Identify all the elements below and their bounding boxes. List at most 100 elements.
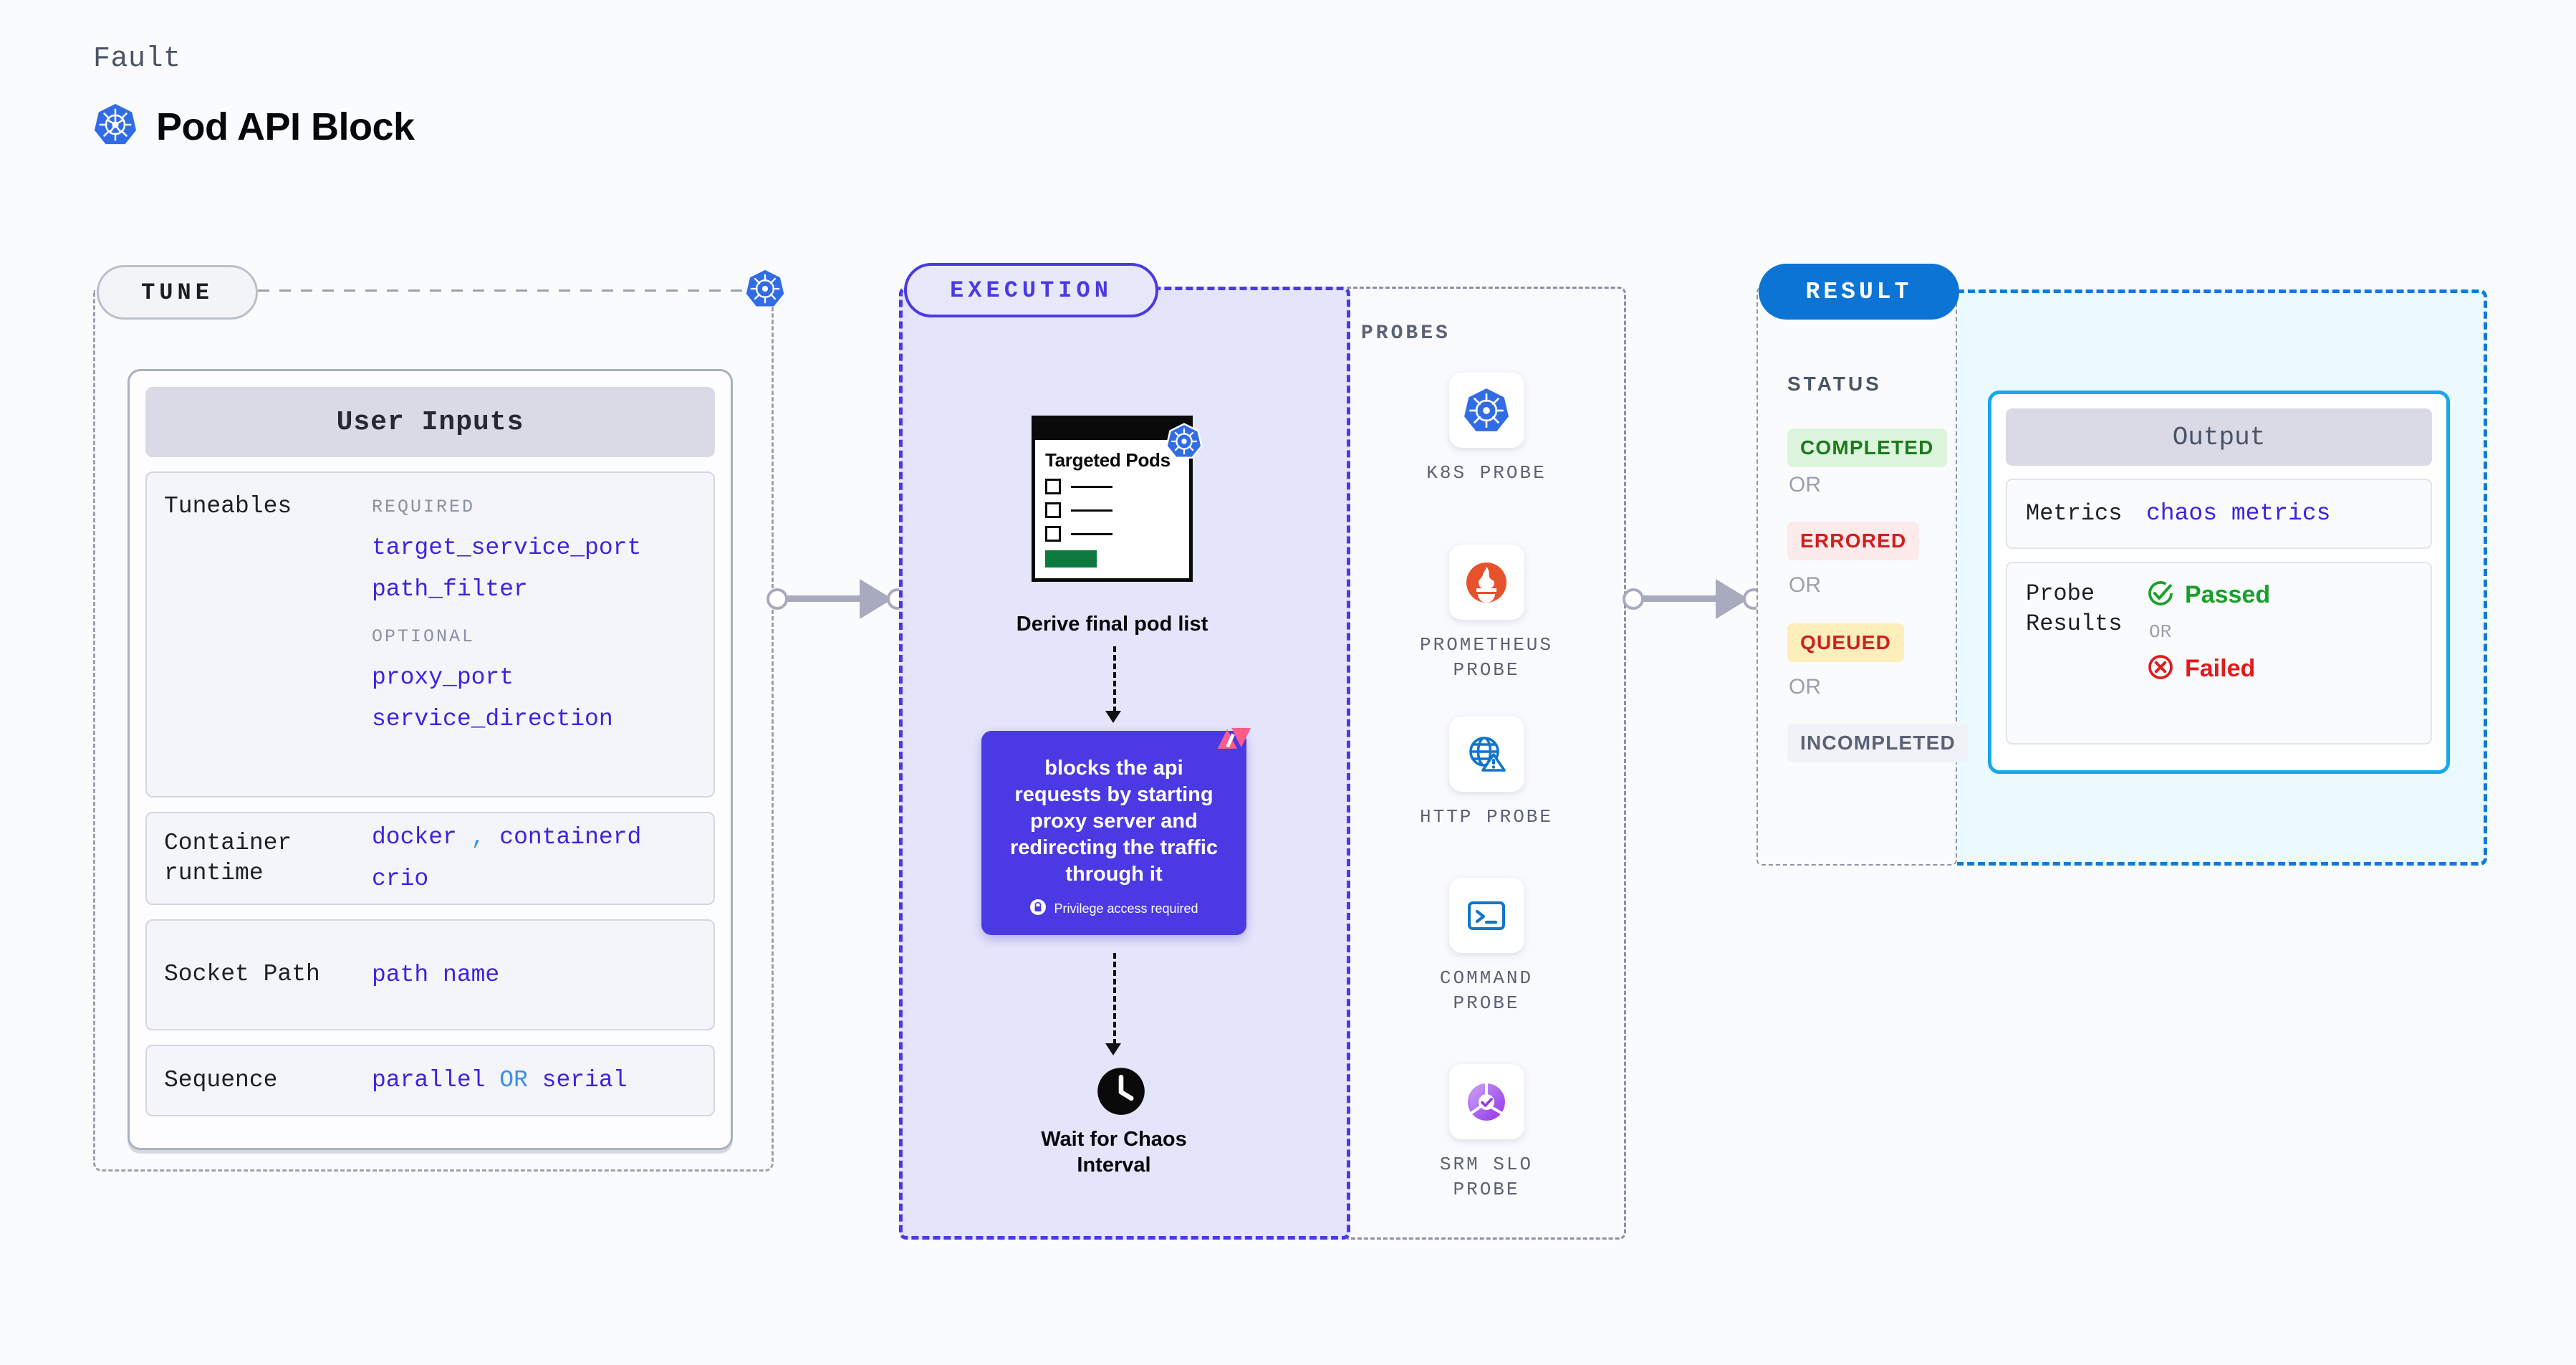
status-badge-queued: QUEUED	[1787, 623, 1904, 662]
lock-icon	[1029, 899, 1047, 919]
tuneable-path-filter[interactable]: path_filter	[372, 575, 528, 603]
container-runtime-row: Container runtime docker , containerd cr…	[145, 812, 715, 905]
connector-start-dot	[766, 588, 788, 610]
tuneable-proxy-port[interactable]: proxy_port	[372, 664, 514, 691]
tuneable-service-direction[interactable]: service_direction	[372, 705, 613, 732]
status-label: STATUS	[1787, 373, 1882, 395]
status-or-2: OR	[1789, 573, 1821, 597]
metrics-label: Metrics	[2026, 500, 2123, 527]
probes-label: PROBES	[1361, 322, 1451, 345]
privilege-note: Privilege access required	[981, 899, 1246, 919]
page-header: Fault	[93, 43, 415, 150]
kubernetes-icon	[1166, 423, 1203, 464]
probe-command-label: COMMAND PROBE	[1439, 967, 1534, 1015]
sequence-parallel[interactable]: parallel	[372, 1067, 486, 1094]
probe-srm-slo-label: SRM SLO PROBE	[1439, 1154, 1534, 1201]
sequence-separator: OR	[499, 1067, 528, 1094]
probe-results-row: Probe Results Passed OR	[2006, 562, 2432, 744]
terminal-icon	[1448, 878, 1524, 953]
probe-results-values: Passed OR Failed	[2146, 579, 2270, 685]
connector-line	[777, 595, 871, 602]
probe-prometheus-label: PROMETHEUS PROBE	[1419, 634, 1554, 681]
x-circle-icon	[2146, 653, 2175, 685]
action-description: blocks the api requests by starting prox…	[1009, 757, 1219, 886]
sequence-label: Sequence	[164, 1066, 278, 1093]
clock-icon	[1096, 1066, 1146, 1120]
user-inputs-title: User Inputs	[145, 387, 715, 457]
probe-prometheus[interactable]: PROMETHEUS PROBE	[1404, 545, 1569, 683]
probe-failed-label: Failed	[2185, 655, 2256, 682]
title-row: Pod API Block	[93, 102, 415, 150]
output-card: Output Metrics chaos metrics Probe Resul…	[1988, 391, 2450, 774]
doc-progress-bar	[1045, 550, 1097, 568]
page-title: Pod API Block	[156, 105, 415, 148]
privilege-note-text: Privilege access required	[1054, 901, 1198, 916]
runtime-containerd[interactable]: containerd	[499, 824, 642, 851]
connector-execution-to-result	[1623, 577, 1766, 620]
flow-arrow-1	[1113, 646, 1116, 712]
targeted-pods-doc: Targeted Pods	[1032, 416, 1203, 582]
flow-arrowhead-1	[1105, 711, 1121, 723]
status-or-3: OR	[1789, 675, 1821, 699]
doc-list-item	[1045, 479, 1189, 495]
sequence-values: parallel OR serial	[372, 1060, 628, 1101]
probe-http-label: HTTP PROBE	[1419, 806, 1554, 828]
doc-list-item	[1045, 502, 1189, 519]
container-runtime-values: docker , containerd crio	[372, 817, 641, 900]
probe-results-label: Probe Results	[2026, 580, 2123, 637]
action-card: blocks the api requests by starting prox…	[981, 727, 1251, 935]
tuneables-row: Tuneables REQUIRED target_service_port p…	[145, 471, 715, 798]
probe-k8s-label: K8S PROBE	[1426, 462, 1547, 484]
required-header: REQUIRED	[372, 497, 476, 517]
optional-header: OPTIONAL	[372, 626, 476, 648]
tuneables-values: REQUIRED target_service_port path_filter…	[372, 492, 641, 740]
harness-chaos-icon	[1211, 724, 1255, 772]
tune-panel-region	[93, 290, 774, 1172]
probe-command[interactable]: COMMAND PROBE	[1404, 878, 1569, 1016]
probe-passed-label: Passed	[2185, 581, 2271, 608]
tune-stage-pill[interactable]: TUNE	[97, 265, 258, 320]
sequence-serial[interactable]: serial	[542, 1067, 628, 1094]
doc-list-item	[1045, 526, 1189, 542]
socket-path-values: path name	[372, 954, 499, 996]
runtime-docker[interactable]: docker	[372, 824, 457, 851]
sequence-row: Sequence parallel OR serial	[145, 1045, 715, 1116]
derive-pod-list-caption: Derive final pod list	[1016, 613, 1208, 636]
status-badge-completed: COMPLETED	[1787, 428, 1947, 467]
probe-k8s[interactable]: K8S PROBE	[1404, 373, 1569, 486]
tuneables-label: Tuneables	[164, 493, 292, 519]
prometheus-icon	[1448, 545, 1524, 620]
probe-http[interactable]: HTTP PROBE	[1404, 717, 1569, 830]
container-runtime-label: Container runtime	[164, 829, 292, 886]
kubernetes-icon	[93, 102, 138, 150]
tune-panel-top-border	[258, 289, 774, 292]
metrics-value[interactable]: chaos metrics	[2146, 500, 2331, 527]
globe-warning-icon	[1448, 717, 1524, 792]
connector-tune-to-execution	[766, 577, 910, 620]
socket-path-value[interactable]: path name	[372, 961, 500, 988]
status-badge-errored: ERRORED	[1787, 522, 1920, 560]
connector-start-dot	[1623, 588, 1644, 610]
probe-passed: Passed	[2146, 579, 2270, 611]
execution-stage-pill[interactable]: EXECUTION	[904, 263, 1158, 317]
tuneable-target-service-port[interactable]: target_service_port	[372, 534, 642, 561]
socket-path-row: Socket Path path name	[145, 919, 715, 1030]
flow-arrow-2	[1113, 953, 1116, 1045]
runtime-separator: ,	[471, 824, 486, 851]
kubernetes-icon	[745, 269, 785, 312]
targeted-pods-title: Targeted Pods	[1045, 449, 1171, 471]
fault-kicker: Fault	[93, 43, 181, 75]
runtime-crio[interactable]: crio	[372, 866, 429, 892]
check-circle-icon	[2146, 579, 2175, 611]
doc-body: Targeted Pods	[1032, 416, 1203, 582]
kubernetes-icon	[1448, 373, 1524, 448]
status-or-1: OR	[1789, 473, 1821, 497]
flow-arrowhead-2	[1105, 1043, 1121, 1055]
metrics-row: Metrics chaos metrics	[2006, 479, 2432, 549]
connector-line	[1633, 595, 1727, 602]
result-stage-pill[interactable]: RESULT	[1759, 264, 1959, 320]
wait-interval-caption: Wait for Chaos Interval	[1041, 1128, 1187, 1177]
probe-failed: Failed	[2146, 653, 2270, 685]
socket-path-label: Socket Path	[164, 961, 320, 988]
probe-srm-slo[interactable]: SRM SLO PROBE	[1404, 1064, 1569, 1202]
